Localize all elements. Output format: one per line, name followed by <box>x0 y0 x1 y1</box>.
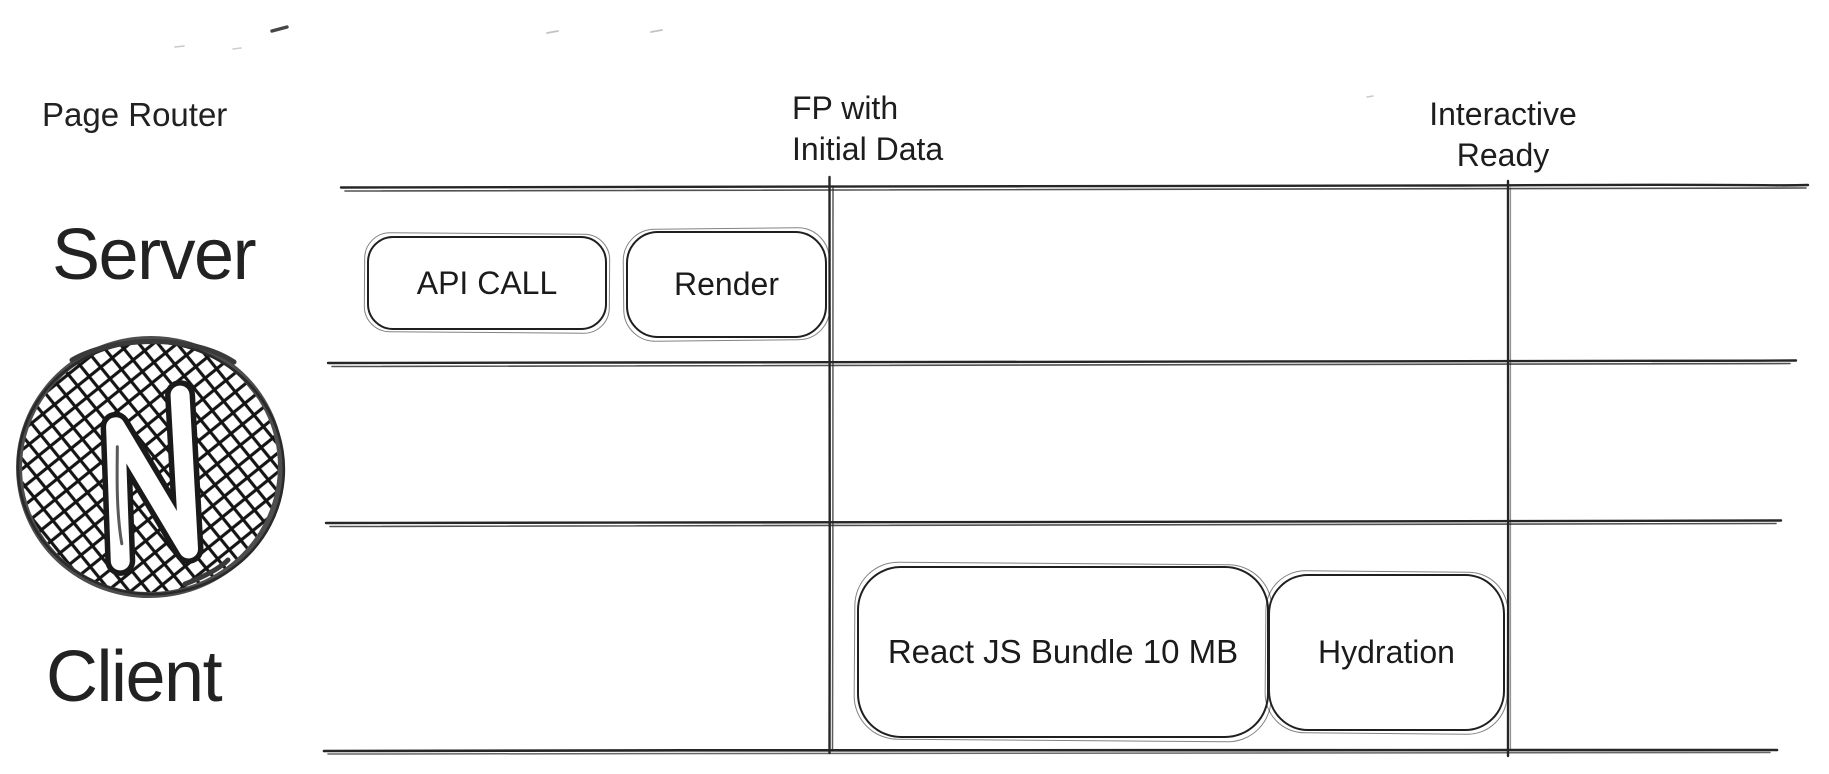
server-lane-bottom-line <box>326 359 1798 368</box>
milestone-label-first-paint: FP with Initial Data <box>792 88 943 170</box>
client-lane-bottom-line <box>322 748 1779 755</box>
milestone-first-paint-line1: FP with <box>792 90 899 126</box>
client-lane-top-line <box>324 519 1783 528</box>
milestone-interactive-line1: Interactive <box>1429 96 1577 132</box>
api-call-box-label: API CALL <box>416 264 558 301</box>
stray-sketch-marks <box>174 25 1374 98</box>
client-lane-label: Client <box>46 637 223 717</box>
milestone-interactive-line2: Ready <box>1456 136 1550 173</box>
milestone-first-paint-line2: Initial Data <box>792 130 944 167</box>
hydration-box: Hydration <box>1268 574 1505 731</box>
react-bundle-box-label: React JS Bundle 10 MB <box>887 633 1239 670</box>
api-call-box: API CALL <box>367 236 607 330</box>
server-lane-label: Server <box>52 215 257 295</box>
page-title: Page Router <box>42 96 228 133</box>
render-box-label: Render <box>674 266 779 302</box>
interactive-ready-milestone-line <box>1506 179 1512 758</box>
milestone-label-interactive-ready: Interactive Ready <box>1412 94 1594 176</box>
logo-letter-n <box>100 380 204 576</box>
render-box: Render <box>626 231 827 338</box>
first-paint-milestone-line <box>828 175 834 755</box>
server-lane-top-line <box>339 183 1810 192</box>
hydration-box-label: Hydration <box>1318 634 1455 670</box>
nextjs-logo-icon <box>16 335 286 599</box>
react-bundle-box: React JS Bundle 10 MB <box>857 566 1269 738</box>
logo-circle-outline <box>16 335 286 599</box>
